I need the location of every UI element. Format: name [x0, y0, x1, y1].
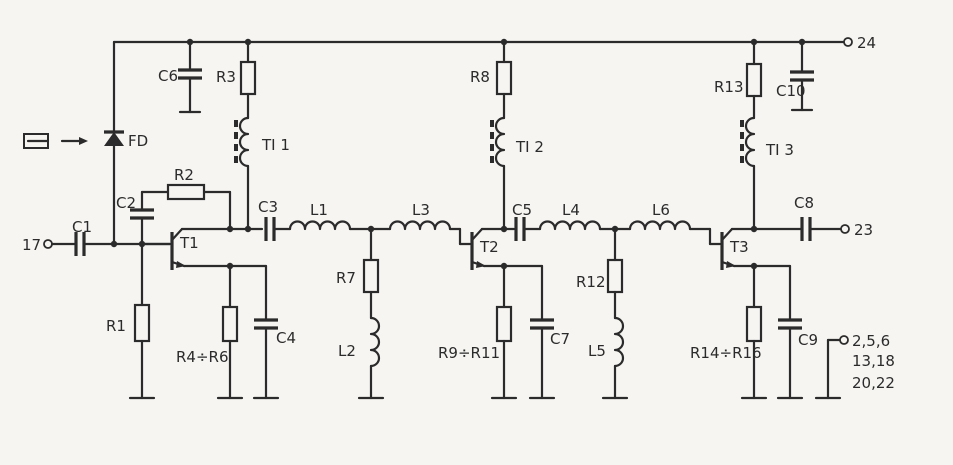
svg-text:L1: L1: [310, 201, 328, 219]
transistor-t1: T1: [140, 225, 268, 270]
svg-text:L2: L2: [338, 342, 356, 360]
collector-load-1: R3 TI 1: [216, 40, 290, 231]
terminal-24-label: 24: [857, 34, 876, 52]
capacitor-c6: C6: [158, 40, 202, 114]
svg-text:R2: R2: [174, 166, 194, 184]
shunt-r12-l5: R12 L5: [576, 227, 629, 400]
photodiode-branch: FD: [23, 40, 148, 246]
svg-text:C9: C9: [798, 331, 818, 349]
svg-text:C2: C2: [116, 194, 136, 212]
svg-text:T1: T1: [179, 234, 199, 252]
svg-text:C6: C6: [158, 67, 178, 85]
svg-text:C8: C8: [794, 194, 814, 212]
filter-l1-l3: L1 L3: [288, 201, 462, 233]
terminal-23-label: 23: [854, 221, 873, 239]
svg-text:C3: C3: [258, 198, 278, 216]
svg-text:R14÷R16: R14÷R16: [690, 344, 762, 362]
terminal-24: [843, 37, 853, 47]
svg-text:C1: C1: [72, 218, 92, 236]
svg-text:L3: L3: [412, 201, 430, 219]
feedback-c2-r2: C2 R2: [116, 166, 232, 246]
resistor-r1: R1: [106, 242, 156, 400]
terminal-17-label: 17: [22, 236, 41, 254]
svg-text:R8: R8: [470, 68, 490, 86]
svg-text:R4÷R6: R4÷R6: [176, 348, 229, 366]
svg-text:C4: C4: [276, 329, 296, 347]
transistor-t3: T3: [708, 225, 804, 270]
supply-rail: 24: [112, 34, 876, 52]
svg-text:R7: R7: [336, 269, 356, 287]
svg-text:L4: L4: [562, 201, 580, 219]
capacitor-c10: C10: [776, 40, 814, 112]
svg-text:C5: C5: [512, 201, 532, 219]
svg-text:13,18: 13,18: [852, 352, 895, 370]
svg-text:R13: R13: [714, 78, 744, 96]
terminal-23: [840, 224, 850, 234]
svg-text:2,5,6: 2,5,6: [852, 332, 890, 350]
svg-text:TI 2: TI 2: [515, 138, 544, 156]
collector-load-3: R13 TI 3: [714, 40, 794, 231]
input-stage: 17 C1: [22, 218, 172, 256]
collector-load-2: R8 TI 2: [470, 40, 544, 231]
svg-text:20,22: 20,22: [852, 374, 895, 392]
svg-text:R1: R1: [106, 317, 126, 335]
photodiode-fd: [104, 132, 124, 146]
svg-text:R3: R3: [216, 68, 236, 86]
svg-text:T2: T2: [479, 238, 499, 256]
shunt-r7-l2: R7 L2: [336, 227, 385, 400]
output-stage: C8 23: [794, 194, 873, 241]
capacitor-c5: C5: [512, 201, 542, 241]
svg-text:C7: C7: [550, 330, 570, 348]
svg-text:R12: R12: [576, 273, 606, 291]
svg-text:TI 3: TI 3: [765, 141, 794, 159]
svg-text:TI 1: TI 1: [261, 136, 290, 154]
filter-l4-l6: L4 L6: [538, 201, 712, 233]
svg-text:L5: L5: [588, 342, 606, 360]
svg-text:L6: L6: [652, 201, 670, 219]
emitter-network-1: R4÷R6 C4: [176, 264, 296, 400]
ground-terminals: 2,5,6 13,18 20,22: [814, 332, 895, 400]
emitter-network-2: R9÷R11 C7: [438, 264, 570, 400]
transistor-t2: T2: [458, 225, 544, 270]
svg-text:R9÷R11: R9÷R11: [438, 344, 500, 362]
svg-text:C10: C10: [776, 82, 806, 100]
svg-text:T3: T3: [729, 238, 749, 256]
terminal-17: [43, 239, 53, 249]
emitter-network-3: R14÷R16 C9: [690, 264, 818, 400]
capacitor-c3: C3: [258, 198, 292, 241]
label-fd: FD: [128, 132, 148, 150]
light-source-icon: [23, 133, 88, 149]
